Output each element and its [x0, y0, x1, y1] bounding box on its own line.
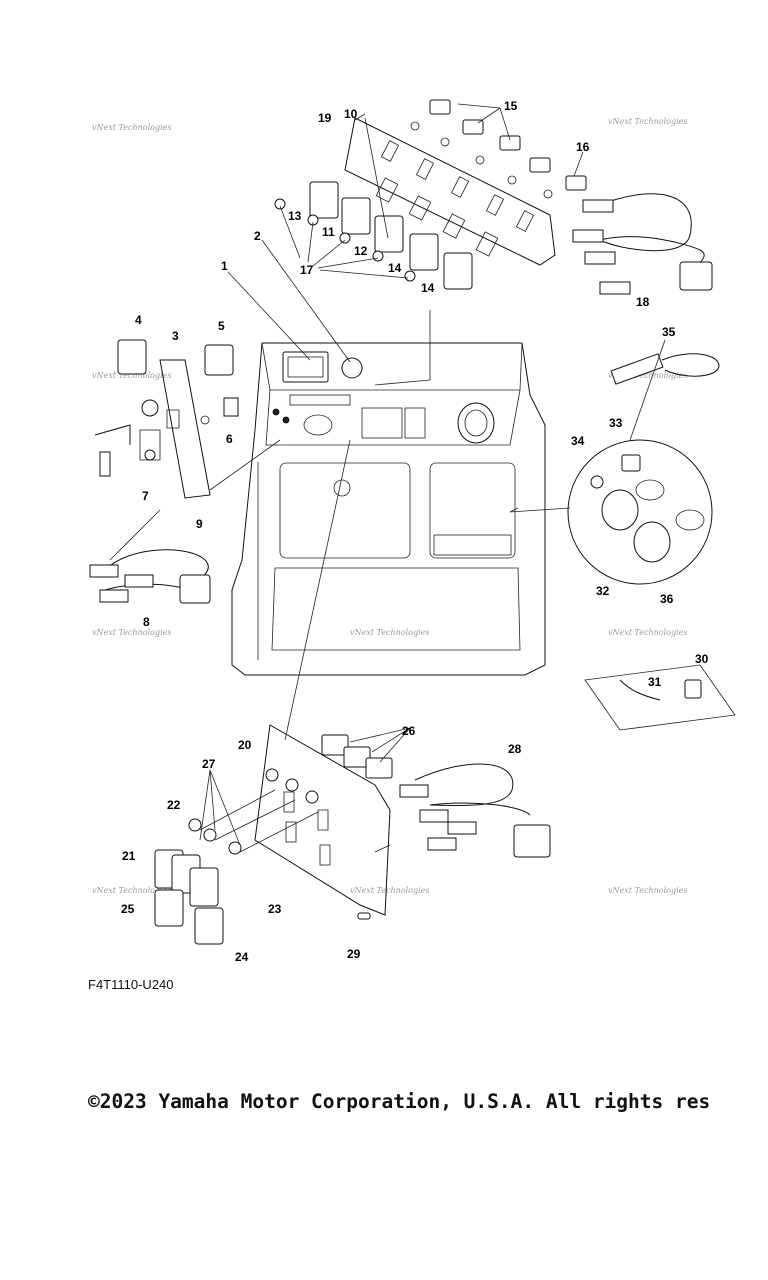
left-panel-3 [94, 339, 239, 499]
callout-6: 6 [226, 432, 233, 446]
callout-27: 27 [202, 757, 216, 771]
watermark: vNext Technologies [608, 886, 687, 895]
watermark: vNext Technologies [350, 886, 429, 895]
callout-4: 4 [135, 313, 142, 327]
callout-29: 29 [347, 947, 361, 961]
callout-28: 28 [508, 742, 522, 756]
watermark: vNext Technologies [92, 628, 171, 637]
figure-code: F4T1110-U240 [88, 977, 174, 992]
key-switch-assembly [584, 664, 736, 731]
callout-34: 34 [571, 434, 585, 448]
callout-16: 16 [576, 140, 590, 154]
leader-lines [109, 103, 666, 853]
callout-36: 36 [660, 592, 674, 606]
watermark: vNext Technologies [92, 123, 171, 132]
callout-labels: 1 2 3 4 5 6 7 8 9 10 11 12 13 14 14 15 1… [121, 99, 709, 964]
callout-25: 25 [121, 902, 135, 916]
callout-31: 31 [648, 675, 662, 689]
callout-33: 33 [609, 416, 623, 430]
callout-3: 3 [172, 329, 179, 343]
bottom-panel-20 [154, 724, 393, 945]
watermark: vNext Technologies [608, 628, 687, 637]
callout-12: 12 [354, 244, 368, 258]
socket-group [567, 353, 720, 585]
wire-harness-8 [89, 549, 211, 604]
parts-diagram: vNext Technologies vNext Technologies vN… [89, 99, 736, 964]
watermark: vNext Technologies [350, 628, 429, 637]
callout-15: 15 [504, 99, 518, 113]
callout-10: 10 [344, 107, 358, 121]
callout-1: 1 [221, 259, 228, 273]
callout-22: 22 [167, 798, 181, 812]
callout-5: 5 [218, 319, 225, 333]
callout-14a: 14 [388, 261, 402, 275]
watermark: vNext Technologies [92, 886, 171, 895]
callout-24: 24 [235, 950, 249, 964]
copyright-notice: ©2023 Yamaha Motor Corporation, U.S.A. A… [88, 1090, 711, 1113]
callout-35: 35 [662, 325, 676, 339]
callout-21: 21 [122, 849, 136, 863]
callout-32: 32 [596, 584, 610, 598]
callout-2: 2 [254, 229, 261, 243]
wire-harness-18 [572, 193, 713, 295]
callout-23: 23 [268, 902, 282, 916]
callout-13: 13 [288, 209, 302, 223]
callout-14b: 14 [421, 281, 435, 295]
wire-harness-28 [399, 763, 551, 858]
callout-20: 20 [238, 738, 252, 752]
callout-19: 19 [318, 111, 332, 125]
callout-9: 9 [196, 517, 203, 531]
callout-26: 26 [402, 724, 416, 738]
watermark: vNext Technologies [608, 117, 687, 126]
callout-18: 18 [636, 295, 650, 309]
callout-8: 8 [143, 615, 150, 629]
callout-30: 30 [695, 652, 709, 666]
watermark: vNext Technologies [92, 371, 171, 380]
callout-11: 11 [322, 225, 335, 239]
callout-7: 7 [142, 489, 149, 503]
watermarks: vNext Technologies vNext Technologies vN… [92, 117, 687, 895]
callout-17: 17 [300, 263, 314, 277]
top-switch-panel [274, 99, 587, 290]
watermark: vNext Technologies [608, 371, 687, 380]
dashboard-panel [231, 342, 546, 676]
